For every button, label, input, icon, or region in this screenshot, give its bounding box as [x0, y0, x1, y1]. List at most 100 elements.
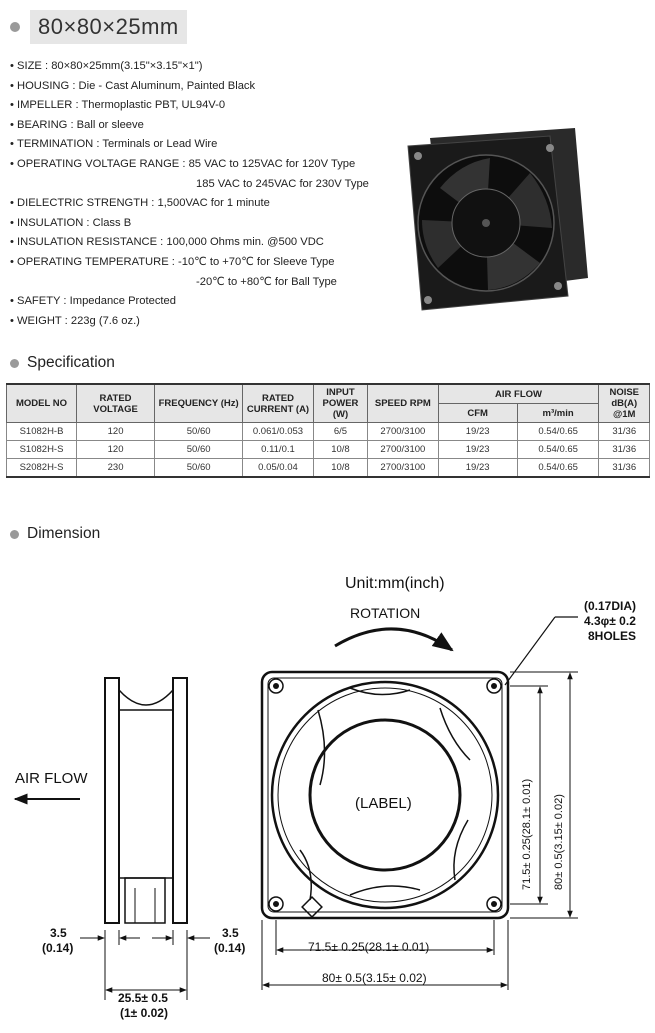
table-cell: 50/60 [154, 422, 244, 441]
rotation-arrow-icon [334, 627, 454, 652]
table-cell: 10/8 [312, 458, 369, 478]
header-power: INPUT POWER (W) [312, 383, 369, 423]
page-title-row: 80×80×25mm [10, 10, 187, 44]
bullet-icon: • [10, 197, 14, 210]
table-cell: 50/60 [154, 440, 244, 459]
fan-photo [407, 128, 588, 311]
table-cell: 10/8 [312, 440, 369, 459]
property-text: INSULATION RESISTANCE : 100,000 Ohms min… [17, 236, 324, 249]
dimension-heading: Dimension [10, 525, 100, 543]
page-title: 80×80×25mm [30, 10, 187, 44]
property-text: BEARING : Ball or sleeve [17, 118, 144, 131]
property-text: HOUSING : Die - Cast Aluminum, Painted B… [17, 79, 256, 92]
header-airflow: AIR FLOW [437, 383, 600, 405]
table-cell: 50/60 [154, 458, 244, 478]
table-cell: 120 [76, 440, 156, 459]
side-left-mm: 3.5 [50, 926, 67, 940]
side-right-mm: 3.5 [222, 926, 239, 940]
specification-table: MODEL NO RATED VOLTAGE FREQUENCY (Hz) RA… [5, 383, 650, 478]
property-item: •OPERATING VOLTAGE RANGE : 85 VAC to 125… [10, 155, 410, 175]
header-m3: m³/min [516, 403, 600, 423]
table-cell: 230 [76, 458, 156, 478]
bullet-icon: • [10, 236, 14, 249]
table-cell: 0.11/0.1 [242, 440, 314, 459]
bullet-icon: • [10, 138, 14, 151]
hole-note-1: (0.17DIA) [584, 599, 636, 613]
horizontal-inner-dim: 71.5± 0.25(28.1± 0.01) [308, 940, 429, 954]
table-cell: 31/36 [598, 440, 650, 459]
property-item: •HOUSING : Die - Cast Aluminum, Painted … [10, 77, 410, 97]
front-view [260, 670, 510, 920]
property-item: •TERMINATION : Terminals or Lead Wire [10, 135, 410, 155]
property-continuation: 185 VAC to 245VAC for 230V Type [196, 177, 369, 190]
table-cell: 19/23 [437, 440, 518, 459]
header-noise: NOISE dB(A) @1M [598, 383, 650, 423]
table-cell: S2082H-S [5, 458, 78, 478]
table-cell: 0.54/0.65 [516, 422, 600, 441]
depth-mm: 25.5± 0.5 [118, 991, 168, 1005]
fan-label-text: (LABEL) [355, 795, 412, 812]
bullet-icon: • [10, 255, 14, 268]
bullet-icon: • [10, 314, 14, 327]
table-cell: 0.05/0.04 [242, 458, 314, 478]
bullet-icon: • [10, 295, 14, 308]
bullet-icon: • [10, 99, 14, 112]
side-view [104, 677, 188, 1000]
property-text: WEIGHT : 223g (7.6 oz.) [17, 314, 140, 327]
hole-leader-line [504, 616, 556, 686]
table-cell: 31/36 [598, 422, 650, 441]
property-item: •IMPELLER : Thermoplastic PBT, UL94V-0 [10, 96, 410, 116]
property-continuation: -20℃ to +80℃ for Ball Type [196, 275, 337, 288]
side-right-in: (0.14) [214, 941, 245, 955]
side-left-in: (0.14) [42, 941, 73, 955]
header-frequency: FREQUENCY (Hz) [154, 383, 244, 423]
table-cell: 0.54/0.65 [516, 458, 600, 478]
bullet-dot-icon [10, 358, 19, 368]
bullet-icon: • [10, 157, 14, 170]
table-cell: 19/23 [437, 422, 518, 441]
vertical-inner-dim: 71.5± 0.25(28.1± 0.01) [521, 779, 533, 890]
table-cell: 19/23 [437, 458, 518, 478]
property-item: •INSULATION : Class B [10, 214, 410, 234]
table-cell: 2700/3100 [367, 458, 439, 478]
table-cell: S1082H-B [5, 422, 78, 441]
bullet-dot-icon [10, 22, 20, 32]
rotation-label: ROTATION [350, 605, 420, 621]
property-text: OPERATING TEMPERATURE : -10℃ to +70℃ for… [17, 255, 335, 268]
property-item: •INSULATION RESISTANCE : 100,000 Ohms mi… [10, 233, 410, 253]
property-text: TERMINATION : Terminals or Lead Wire [17, 138, 218, 151]
header-model: MODEL NO [5, 383, 78, 423]
property-item: •BEARING : Ball or sleeve [10, 116, 410, 136]
property-item: •SAFETY : Impedance Protected [10, 292, 410, 312]
bullet-icon: • [10, 118, 14, 131]
horizontal-outer-dim: 80± 0.5(3.15± 0.02) [322, 971, 427, 985]
property-text: IMPELLER : Thermoplastic PBT, UL94V-0 [17, 99, 226, 112]
table-cell: 2700/3100 [367, 422, 439, 441]
table-cell: 2700/3100 [367, 440, 439, 459]
unit-label: Unit:mm(inch) [345, 575, 445, 592]
bullet-icon: • [10, 60, 14, 72]
header-speed: SPEED RPM [367, 383, 439, 423]
property-item: •SIZE : 80×80×25mm(3.15"×3.15"×1") [10, 57, 410, 77]
table-cell: 0.54/0.65 [516, 440, 600, 459]
hole-note-3: 8HOLES [588, 629, 636, 643]
bullet-dot-icon [10, 529, 19, 539]
property-item: •OPERATING TEMPERATURE : -10℃ to +70℃ fo… [10, 253, 410, 273]
property-text: INSULATION : Class B [17, 216, 132, 229]
airflow-label: AIR FLOW [15, 770, 88, 787]
property-item: •WEIGHT : 223g (7.6 oz.) [10, 312, 410, 332]
hole-note-2: 4.3φ± 0.2 [584, 614, 636, 628]
header-voltage: RATED VOLTAGE [76, 383, 156, 423]
table-cell: 31/36 [598, 458, 650, 478]
property-item: •DIELECTRIC STRENGTH : 1,500VAC for 1 mi… [10, 194, 410, 214]
header-cfm: CFM [437, 403, 518, 423]
specification-heading: Specification [10, 354, 115, 372]
property-text: OPERATING VOLTAGE RANGE : 85 VAC to 125V… [17, 157, 356, 170]
table-cell: 0.061/0.053 [242, 422, 314, 441]
properties-list: •SIZE : 80×80×25mm(3.15"×3.15"×1")•HOUSI… [10, 57, 410, 331]
bullet-icon: • [10, 79, 14, 92]
bullet-icon: • [10, 216, 14, 229]
property-text: SAFETY : Impedance Protected [17, 295, 176, 308]
